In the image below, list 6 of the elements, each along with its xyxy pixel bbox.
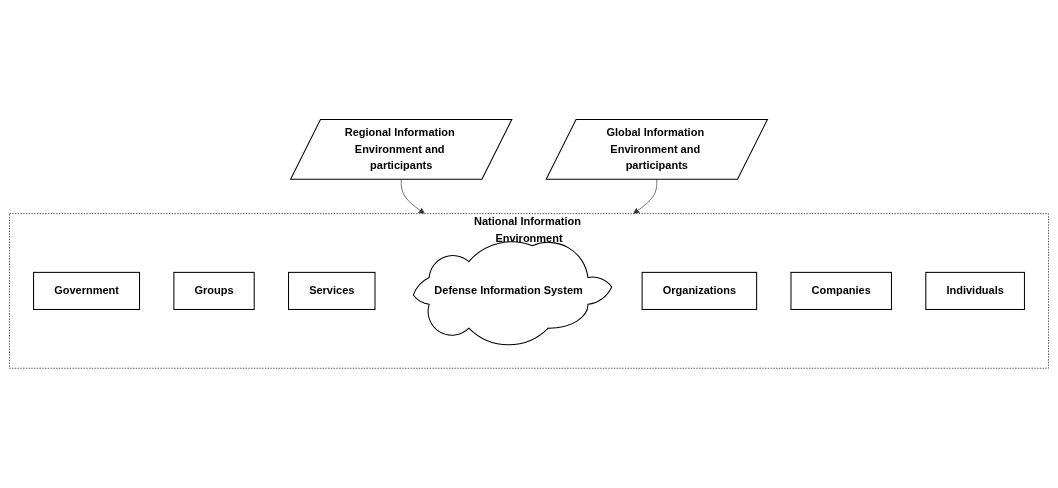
node-box: Government [33, 272, 141, 311]
node-box: Organizations [641, 272, 758, 311]
node-box: Companies [790, 272, 892, 311]
node-box: Services [288, 272, 376, 311]
node-box: Individuals [925, 272, 1025, 311]
node-box: Groups [173, 272, 255, 311]
